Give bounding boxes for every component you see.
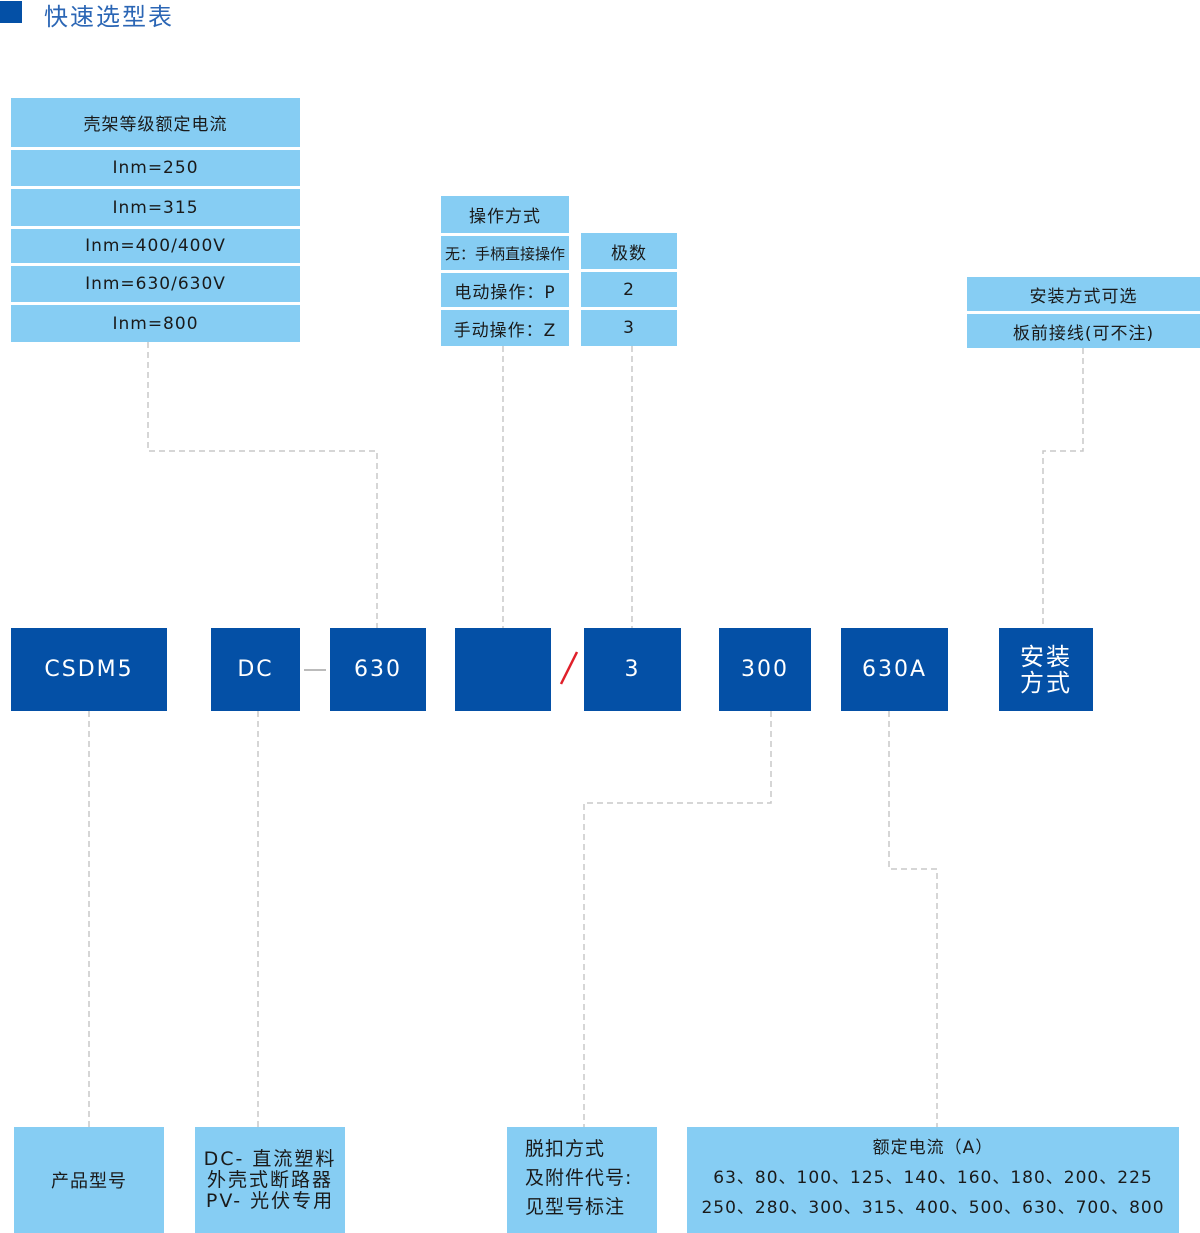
code-release: 300 — [719, 628, 811, 711]
dc-description: DC- 直流塑料 外壳式断路器 PV- 光伏专用 — [195, 1127, 345, 1233]
operation-item: 电动操作：P — [441, 273, 569, 307]
frame-current-item: Inm=400/400V — [11, 229, 300, 263]
code-install: 安装 方式 — [999, 628, 1093, 711]
rated-current-row: 63、80、100、125、140、160、180、200、225 — [713, 1168, 1153, 1188]
poles-item: 3 — [581, 310, 677, 346]
poles-item: 2 — [581, 272, 677, 307]
page-title: 快速选型表 — [44, 3, 174, 31]
title-square-icon — [0, 1, 22, 23]
frame-current-header: 壳架等级额定电流 — [11, 98, 300, 147]
code-install-line: 安装 — [1020, 642, 1072, 671]
installation-header: 安装方式可选 — [967, 277, 1200, 311]
rated-current-row: 250、280、300、315、400、500、630、700、800 — [701, 1198, 1165, 1218]
release-description-line: 见型号标注 — [525, 1196, 626, 1218]
code-current: 630A — [841, 628, 948, 711]
code-product: CSDM5 — [11, 628, 167, 711]
code-install-line: 方式 — [1020, 668, 1072, 697]
dc-description-line: DC- 直流塑料 — [203, 1147, 337, 1170]
frame-current-item: Inm=630/630V — [11, 266, 300, 302]
operation-item: 手动操作：Z — [441, 310, 569, 346]
installation-item: 板前接线(可不注) — [967, 314, 1200, 348]
dc-description-line: PV- 光伏专用 — [205, 1189, 335, 1212]
code-frame: 630 — [330, 628, 426, 711]
code-operation — [455, 628, 551, 711]
product-model-label: 产品型号 — [14, 1127, 164, 1233]
rated-current-title: 额定电流（A） — [872, 1138, 994, 1158]
code-poles: 3 — [584, 628, 681, 711]
connector-frame — [147, 342, 378, 628]
code-type: DC — [211, 628, 300, 711]
dc-description-line: 外壳式断路器 — [206, 1168, 333, 1191]
connector-release — [583, 711, 772, 1127]
operation-item: 无：手柄直接操作 — [441, 236, 569, 270]
frame-current-item: Inm=800 — [11, 305, 300, 342]
operation-header: 操作方式 — [441, 196, 569, 233]
frame-current-item: Inm=250 — [11, 150, 300, 186]
release-description-line: 及附件代号: — [525, 1167, 633, 1189]
frame-current-item: Inm=315 — [11, 189, 300, 226]
connector-install — [1042, 348, 1084, 628]
release-description: 脱扣方式 及附件代号: 见型号标注 — [507, 1127, 657, 1233]
poles-header: 极数 — [581, 233, 677, 269]
release-description-line: 脱扣方式 — [525, 1138, 606, 1160]
rated-current-box: 额定电流（A） 63、80、100、125、140、160、180、200、22… — [687, 1127, 1179, 1233]
connector-current — [888, 711, 938, 1127]
slash-mark — [559, 651, 579, 685]
